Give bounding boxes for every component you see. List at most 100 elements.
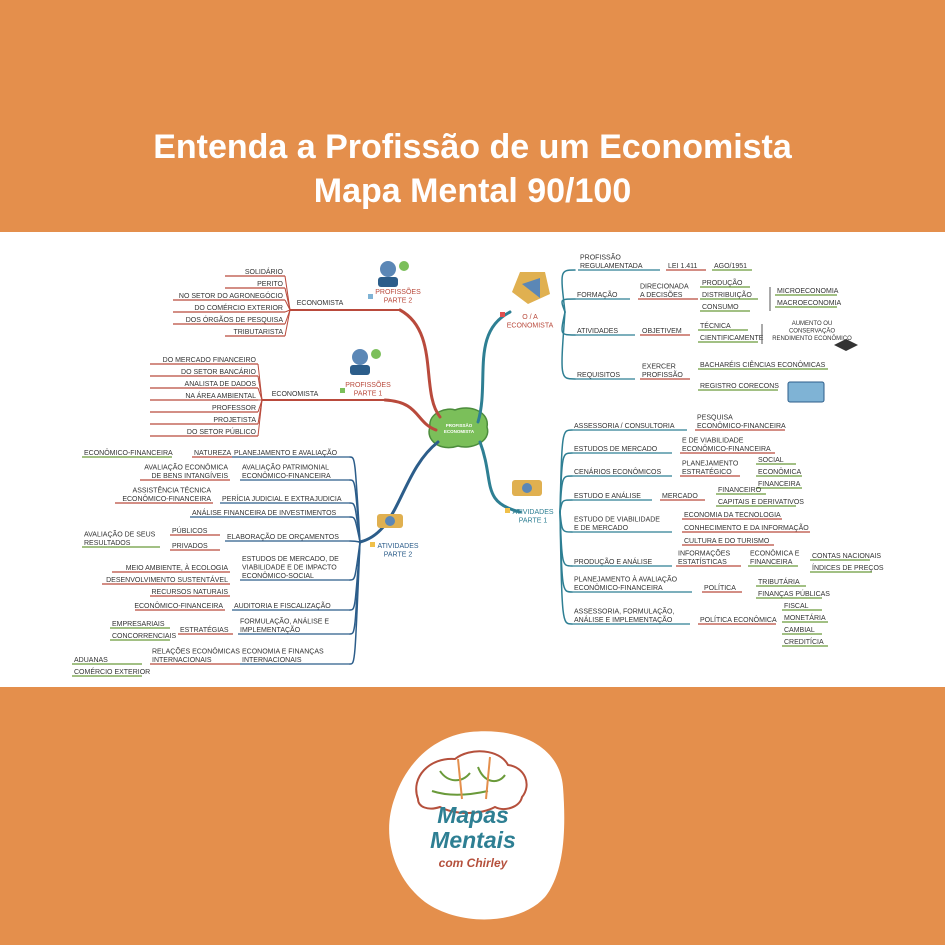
map-branch xyxy=(349,479,361,543)
profissao-item: DO SETOR PÚBLICO xyxy=(187,427,257,436)
profissao-item: NA ÁREA AMBIENTAL xyxy=(185,391,256,400)
atividade-child: PRIVADOS xyxy=(172,543,208,550)
branch-marker xyxy=(370,542,375,547)
atividade1-grandchild: CAMBIAL xyxy=(784,627,815,634)
branch-marker xyxy=(340,388,345,393)
profissao-item: PROJETISTA xyxy=(213,417,256,424)
globe-icon xyxy=(399,261,409,271)
profissao-item: DO SETOR BANCÁRIO xyxy=(181,367,256,376)
logo-subtitle: com Chirley xyxy=(438,856,508,870)
header-banner: Entenda a Profissão de um Economista Map… xyxy=(0,0,945,232)
atividade1-grandchild: CONTAS NACIONAIS xyxy=(812,553,881,560)
atividade1-child: ECONOMIA DA TECNOLOGIA xyxy=(684,512,781,519)
person-body-icon xyxy=(350,365,370,375)
map-connector xyxy=(257,399,263,437)
economista-grandchild: CONSUMO xyxy=(702,304,739,311)
atividade-child: RECURSOS NATURAIS xyxy=(152,589,229,596)
person-icon xyxy=(352,349,368,365)
atividade1-grandchild: CAPITAIS E DERIVATIVOS xyxy=(718,499,804,506)
gear-icon xyxy=(385,516,395,526)
economista-item: ATIVIDADES xyxy=(577,328,618,335)
atividade-item: PLANEJAMENTO E AVALIAÇÃO xyxy=(234,448,338,457)
atividade-grandchild: CONCORRENCIAIS xyxy=(112,633,177,640)
economista-child: LEI 1.411 xyxy=(668,263,698,270)
branch-sub-economista: ECONOMISTA xyxy=(297,300,344,307)
atividade-item: AUDITORIA E FISCALIZAÇÃO xyxy=(234,601,331,610)
map-branch xyxy=(349,540,361,543)
atividade-grandchild: COMÉRCIO EXTERIOR xyxy=(74,667,150,676)
atividade-item: PERÍCIA JUDICIAL E EXTRAJUDICIA xyxy=(222,494,342,503)
person-icon xyxy=(380,261,396,277)
atividade1-item: ESTUDOS DE MERCADO xyxy=(574,446,658,453)
map-branch xyxy=(349,541,361,665)
atividade1-grandchild: ECONÔMICA xyxy=(758,467,802,476)
map-connector xyxy=(284,309,291,313)
atividade1-grandchild: FINANCEIRA xyxy=(758,481,801,488)
branch-marker xyxy=(505,508,510,513)
map-connector xyxy=(284,287,291,311)
economista-grandchild: DISTRIBUIÇÃO xyxy=(702,290,752,299)
map-branch xyxy=(561,298,576,313)
map-connector xyxy=(257,375,263,401)
map-branch xyxy=(559,511,573,533)
map-connector xyxy=(284,309,291,337)
economista-grandchild: MICROECONOMIA xyxy=(777,288,839,295)
atividade1-item: ASSESSORIA, FORMULAÇÃO,ANÁLISE E IMPLEME… xyxy=(574,607,674,625)
map-branch xyxy=(559,475,573,513)
profissao-item: TRIBUTARISTA xyxy=(233,329,283,336)
atividade1-child: MERCADO xyxy=(662,493,698,500)
profissao-item: ANALISTA DE DADOS xyxy=(185,381,257,388)
atividade-grandchild: EMPRESARIAIS xyxy=(112,621,165,628)
atividade-child: MEIO AMBIENTE, À ECOLOGIA xyxy=(126,563,229,572)
atividade1-grandchild: FISCAL xyxy=(784,603,809,610)
economista-grandchild: REGISTRO CORECONS xyxy=(700,383,779,390)
atividade-grandchild: ECONÔMICO-FINANCEIRA xyxy=(84,448,173,457)
atividade1-child: CULTURA E DO TURISMO xyxy=(684,538,770,545)
atividade-item: ELABORAÇÃO DE ORÇAMENTOS xyxy=(227,532,339,541)
logo-title-line1: Mapas xyxy=(437,802,509,828)
map-branch xyxy=(358,440,440,544)
map-branch xyxy=(349,516,361,543)
map-branch xyxy=(476,310,512,424)
map-branch xyxy=(559,511,573,625)
map-connector xyxy=(284,299,291,311)
logo-blob xyxy=(389,731,565,920)
map-branch xyxy=(559,499,573,513)
map-branch xyxy=(561,311,576,380)
economista-grandchild: PRODUÇÃO xyxy=(702,278,743,287)
atividade1-child: CONHECIMENTO E DA INFORMAÇÃO xyxy=(684,523,809,532)
profissao-item: PROFESSOR xyxy=(212,405,256,412)
atividade1-grandchild: FINANCEIRO xyxy=(718,487,762,494)
atividade1-grandchild: CREDITÍCIA xyxy=(784,637,824,646)
gear-icon xyxy=(522,483,532,493)
atividade1-item: ESTUDO E ANÁLISE xyxy=(574,491,641,500)
graduation-cap-icon xyxy=(834,339,858,351)
atividade-child: ECONÔMICO-FINANCEIRA xyxy=(134,601,223,610)
economista-item: FORMAÇÃO xyxy=(577,290,618,299)
economista-grandchild: BACHARÉIS CIÊNCIAS ECONÔMICAS xyxy=(700,360,826,369)
economista-child: AGO/1951 xyxy=(714,263,747,270)
globe-icon xyxy=(371,349,381,359)
map-branch xyxy=(561,269,576,313)
atividade1-item: PRODUÇÃO E ANÁLISE xyxy=(574,557,653,566)
atividade1-grandchild: FINANÇAS PÚBLICAS xyxy=(758,589,830,598)
atividade1-child: POLÍTICA ECONÔMICA xyxy=(700,615,777,624)
